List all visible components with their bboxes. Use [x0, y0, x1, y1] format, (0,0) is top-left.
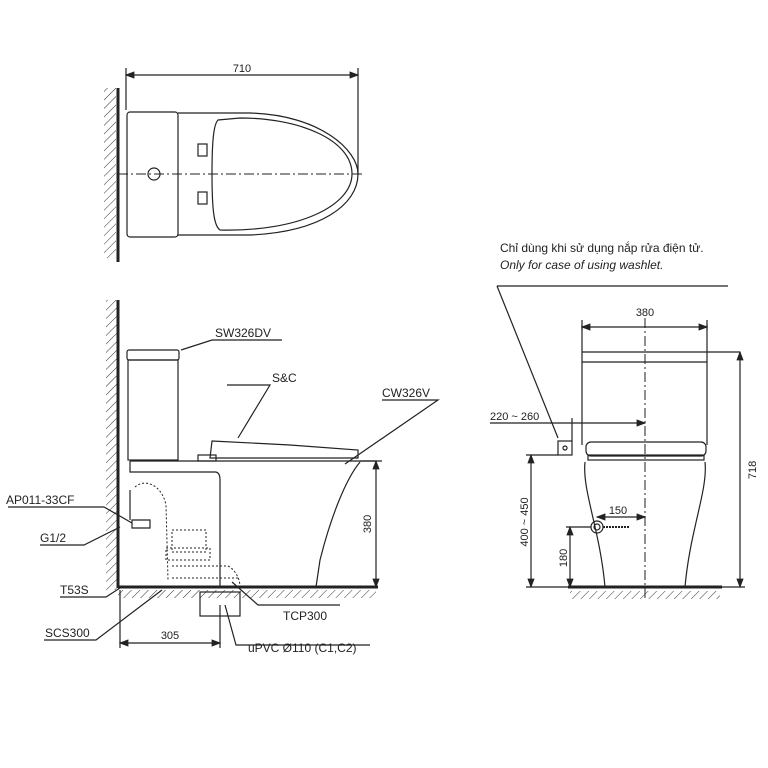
dim-150: 150	[609, 505, 627, 517]
front-view	[490, 285, 745, 600]
dim-305: 305	[161, 630, 179, 642]
dim-180: 180	[558, 549, 570, 567]
label-flange: TCP300	[283, 609, 327, 623]
label-thread: G1/2	[40, 531, 66, 545]
label-valve: AP011-33CF	[6, 493, 74, 507]
front-view-labels: 380 220 ~ 260 150 718 400 ~ 450 180	[490, 307, 759, 567]
note-english: Only for case of using washlet.	[500, 258, 664, 272]
top-view	[104, 68, 362, 262]
label-bolt: T53S	[60, 583, 89, 597]
dim-710: 710	[233, 63, 251, 75]
dim-718: 718	[747, 461, 759, 479]
side-view	[8, 300, 440, 648]
label-seat: S&C	[272, 371, 297, 385]
label-screw: SCS300	[45, 626, 90, 640]
note-vietnamese: Chỉ dùng khi sử dụng nắp rửa điện tử.	[500, 241, 704, 255]
dim-220-260: 220 ~ 260	[490, 411, 539, 423]
side-view-labels: SW326DV S&C CW326V AP011-33CF G1/2 T53S …	[6, 326, 430, 655]
label-pipe: uPVC Ø110 (C1,C2)	[248, 641, 357, 655]
dim-400-450: 400 ~ 450	[519, 497, 531, 546]
label-bowl: CW326V	[382, 386, 430, 400]
dim-380-width: 380	[636, 307, 654, 319]
label-tank: SW326DV	[215, 326, 271, 340]
dim-380-height: 380	[362, 515, 374, 533]
